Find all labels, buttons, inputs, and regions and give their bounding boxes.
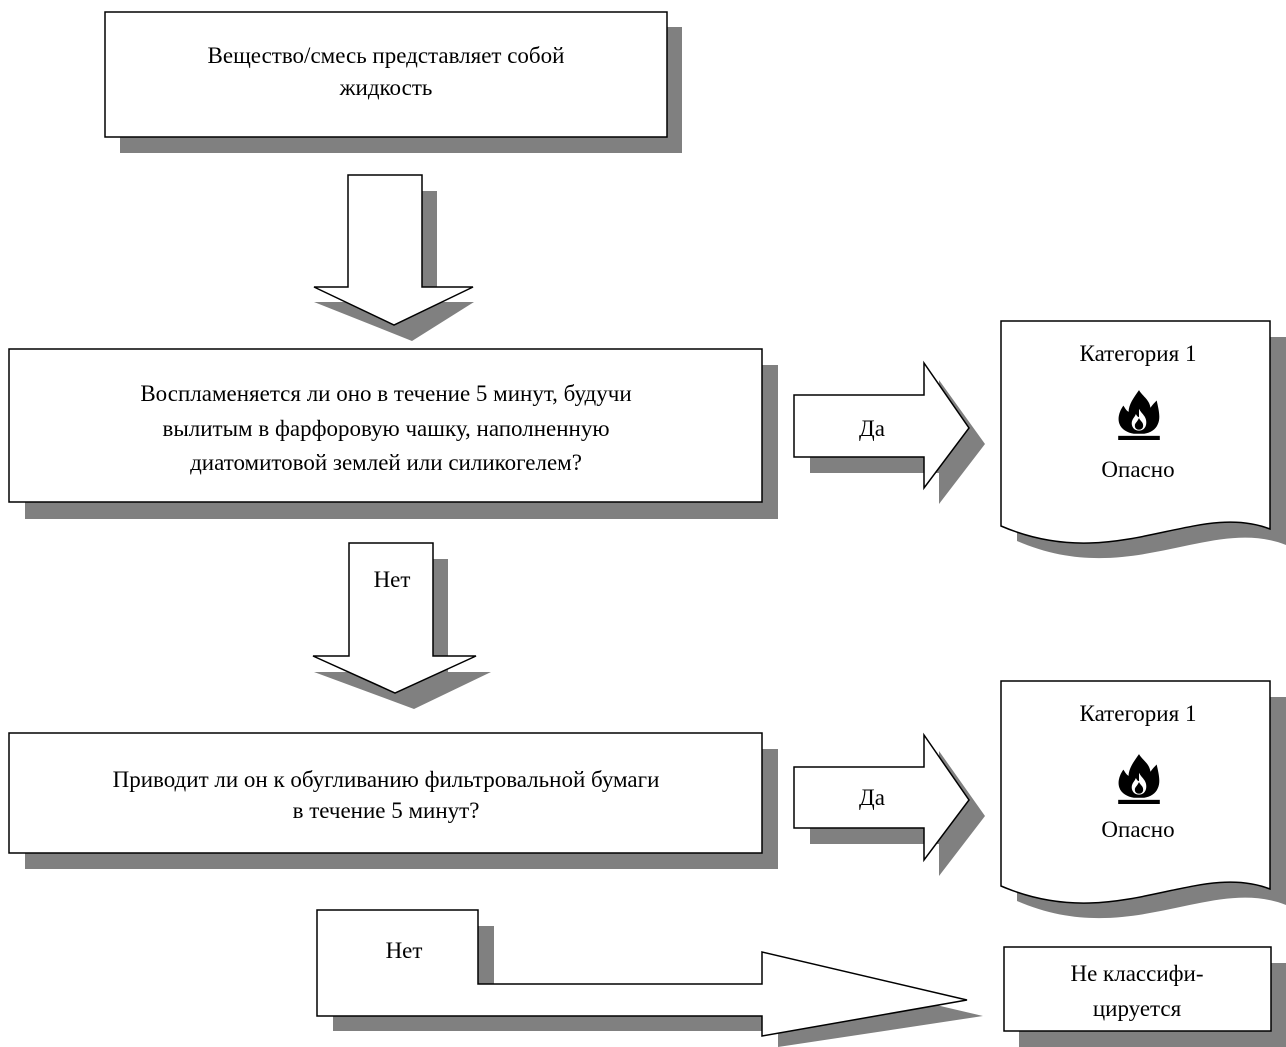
result-3-line1: Не классифи- <box>1070 961 1203 986</box>
arrow-yes-1-label: Да <box>859 416 885 441</box>
result-3-box: Не классифи- цируется <box>1003 946 1286 1047</box>
start-text-line1: Вещество/смесь представляет собой <box>208 43 565 68</box>
arrow-yes-1: Да <box>793 360 985 504</box>
arrow-yes-2: Да <box>793 732 985 876</box>
start-text-line2: жидкость <box>339 75 433 100</box>
question-2-box: Приводит ли он к обугливанию фильтроваль… <box>8 732 778 869</box>
arrow-no-2: Нет <box>316 909 983 1047</box>
question-1-line2: вылитым в фарфоровую чашку, наполненную <box>162 416 609 441</box>
result-1-box: Категория 1 Опасно <box>1000 320 1286 559</box>
result-2-signal: Опасно <box>1101 817 1174 842</box>
arrow-no-2-label: Нет <box>386 938 423 963</box>
question-1-box: Воспламеняется ли оно в течение 5 минут,… <box>8 348 778 519</box>
result-2-category: Категория 1 <box>1080 701 1197 726</box>
arrow-yes-2-label: Да <box>859 785 885 810</box>
result-3-line2: цируется <box>1093 996 1182 1021</box>
arrow-down-1 <box>313 174 474 341</box>
start-box: Вещество/смесь представляет собой жидкос… <box>104 11 682 153</box>
result-1-category: Категория 1 <box>1080 341 1197 366</box>
result-1-signal: Опасно <box>1101 457 1174 482</box>
result-2-box: Категория 1 Опасно <box>1000 680 1286 919</box>
arrow-no-1-label: Нет <box>374 567 411 592</box>
arrow-down-2: Нет <box>312 542 491 709</box>
question-2-line2: в течение 5 минут? <box>293 798 480 823</box>
question-1-line1: Воспламеняется ли оно в течение 5 минут,… <box>140 381 631 406</box>
question-1-line3: диатомитовой землей или силикогелем? <box>190 450 582 475</box>
question-2-line1: Приводит ли он к обугливанию фильтроваль… <box>113 767 660 792</box>
